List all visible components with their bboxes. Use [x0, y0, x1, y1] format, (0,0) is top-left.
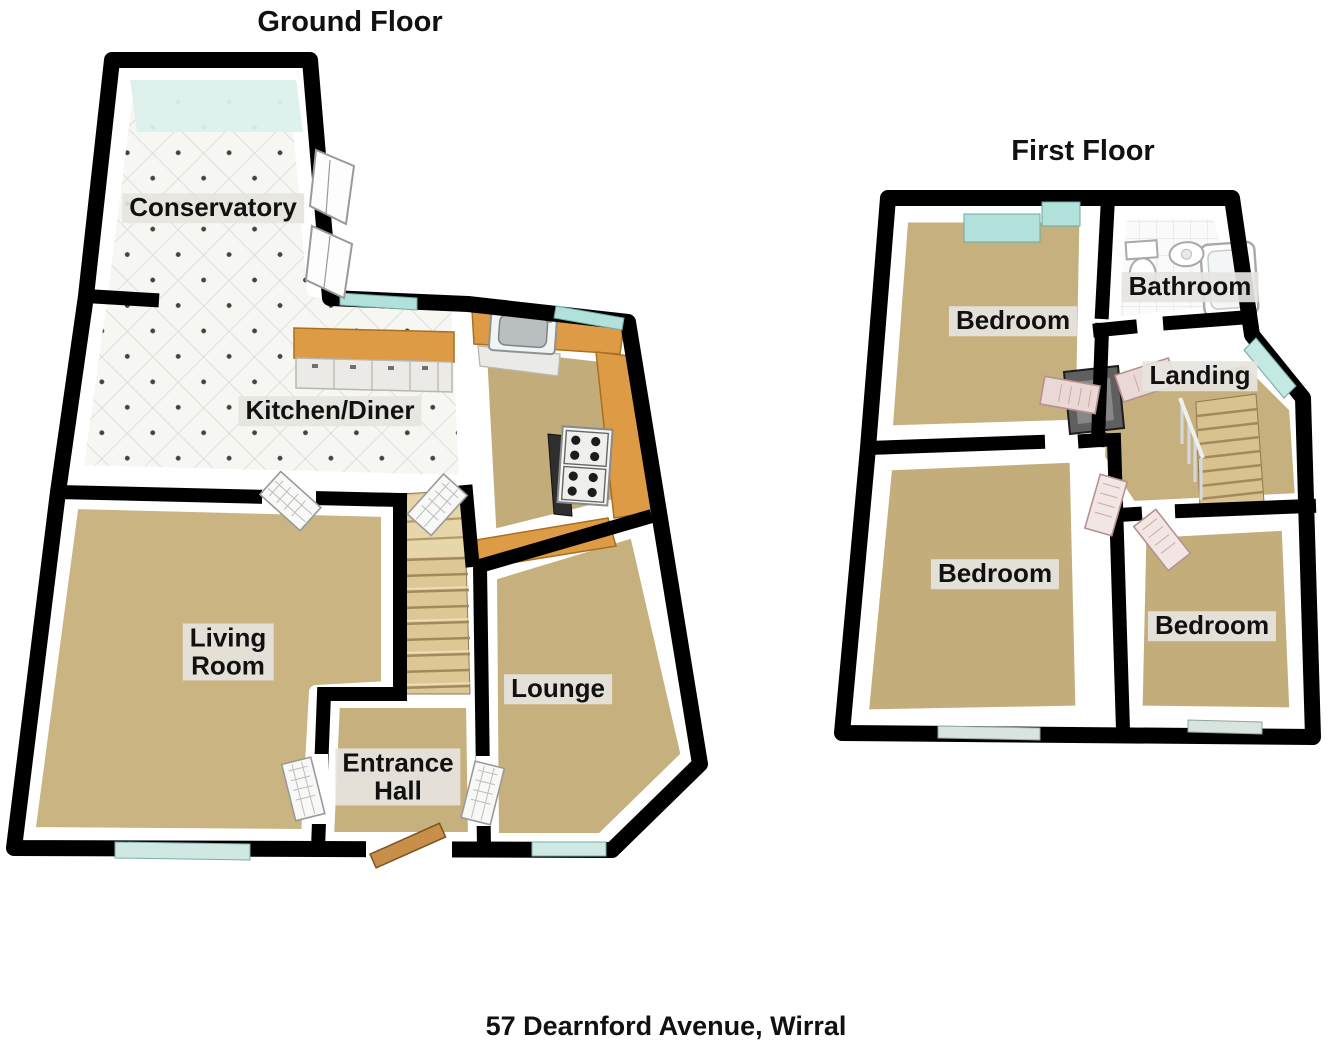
- room-label-entrance-hall: Entrance Hall: [335, 748, 461, 806]
- windows-ground: [114, 292, 625, 861]
- door: [1083, 473, 1129, 537]
- ground-floor-plan: [6, 52, 708, 869]
- kitchen-nook-window: [553, 305, 625, 331]
- kitchen-sink: [487, 307, 559, 356]
- bedroom-rear-window: [937, 725, 1041, 741]
- room-label-bathroom: Bathroom: [1121, 272, 1259, 302]
- door-leaves-ground: [258, 470, 506, 869]
- lounge-window: [531, 841, 607, 857]
- room-label-conservatory: Conservatory: [122, 193, 304, 223]
- room-label-bedroom-front: Bedroom: [948, 306, 1078, 336]
- kitchen-cabinets: [295, 357, 453, 393]
- door: [460, 760, 506, 826]
- room-label-kitchen-diner: Kitchen/Diner: [238, 396, 422, 426]
- address-caption: 57 Dearnford Avenue, Wirral: [485, 1011, 847, 1042]
- first-floor-plan: [834, 190, 1321, 745]
- first-inner-walls: [860, 190, 1317, 738]
- conservatory-window-panels: [304, 148, 356, 300]
- door: [1132, 508, 1192, 572]
- door: [406, 472, 469, 537]
- living-room-window: [114, 841, 251, 861]
- stair-railing: [1180, 400, 1203, 500]
- ground-outer-walls: [6, 52, 708, 858]
- conservatory-glass-roof: [130, 80, 303, 132]
- room-label-lounge: Lounge: [504, 674, 612, 704]
- door: [280, 756, 326, 822]
- front-door: [369, 822, 447, 869]
- bedroom-side-window: [1187, 719, 1263, 735]
- windows-first: [937, 201, 1297, 741]
- bedroom-front-window: [963, 213, 1041, 243]
- ground-floor-title: Ground Floor: [257, 5, 443, 38]
- door: [258, 470, 322, 532]
- room-label-bedroom-rear: Bedroom: [930, 559, 1060, 589]
- door: [1039, 375, 1101, 415]
- bathroom-window: [1041, 201, 1081, 227]
- first-outer-walls: [834, 190, 1321, 745]
- staircase-first-floor: [1178, 393, 1265, 511]
- first-floor-title: First Floor: [1011, 134, 1155, 167]
- kitchen-window: [339, 292, 418, 311]
- ground-inner-walls: [50, 288, 654, 856]
- basin: [1168, 241, 1205, 268]
- room-label-bedroom-side: Bedroom: [1147, 611, 1277, 641]
- stove-hob: [556, 425, 614, 507]
- landing-window: [1243, 337, 1297, 399]
- room-label-landing: Landing: [1142, 361, 1258, 391]
- room-label-living-room: Living Room: [182, 623, 274, 681]
